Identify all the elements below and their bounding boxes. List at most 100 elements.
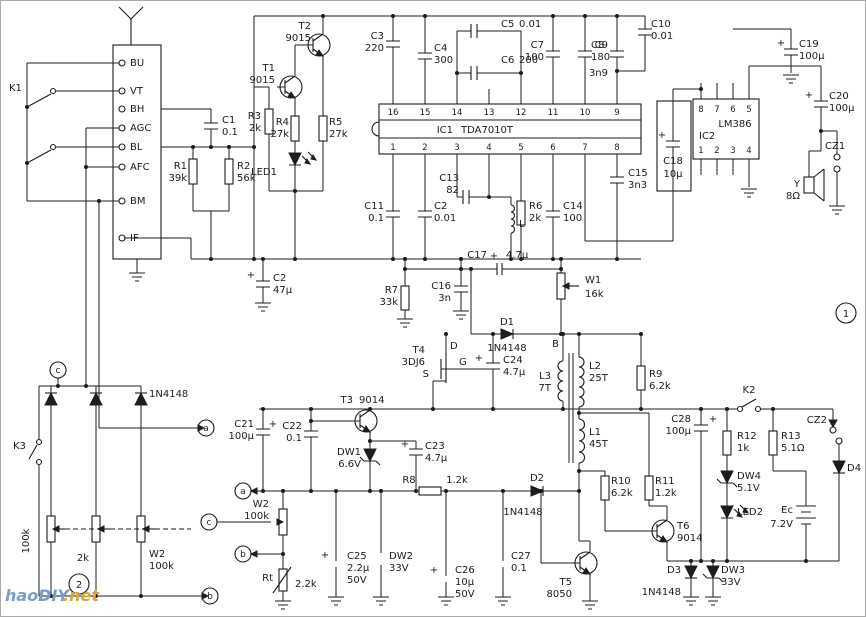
label-c23: C23	[425, 441, 445, 452]
label-r1: R1	[174, 161, 187, 172]
value-w2a: 100k	[149, 561, 174, 572]
value-r8: 1.2k	[446, 475, 468, 486]
potentiometer-2k	[91, 515, 110, 543]
node-badge-c2: c	[200, 513, 218, 531]
node-b-label: b	[207, 592, 213, 602]
value-t6: 9014	[677, 533, 702, 544]
resistor-r7	[400, 285, 410, 311]
label-c11: C11	[364, 201, 384, 212]
plus-c2a: +	[247, 270, 255, 281]
potentiometer-w2b	[276, 508, 288, 536]
ic1-pin5: 5	[518, 143, 523, 153]
resistor-r8	[418, 486, 442, 496]
plus-c24: +	[475, 353, 483, 364]
value-l2: 25T	[589, 373, 609, 384]
plus-c25: +	[321, 550, 329, 561]
capacitor-c9	[610, 50, 624, 58]
label-ic2: IC2	[699, 131, 715, 142]
node-c2-label: c	[207, 518, 212, 528]
pin-afc: AFC	[130, 162, 150, 173]
value-t1: 9015	[250, 75, 275, 86]
pin-vt: VT	[130, 86, 144, 97]
label-w1: W1	[585, 275, 601, 286]
resistor-r10	[600, 475, 610, 501]
label-d4: D4	[847, 463, 861, 474]
value-c2a: 47µ	[273, 285, 293, 296]
transformer-b	[557, 353, 585, 464]
label-led1: LED1	[251, 167, 277, 178]
label-c13: C13	[439, 173, 459, 184]
label-w2b: W2	[253, 499, 269, 510]
led1-icon	[288, 151, 318, 167]
circuit-wires	[26, 15, 840, 601]
label-r12: R12	[737, 431, 757, 442]
capacitor-c24	[486, 362, 500, 370]
value-r3: 2k	[249, 123, 261, 134]
ic2-pin5: 5	[746, 105, 751, 115]
value-r9: 6.2k	[649, 381, 671, 392]
label-r2: R2	[237, 161, 250, 172]
label-r9: R9	[649, 369, 662, 380]
value-c18: 10µ	[663, 169, 683, 180]
watermark-part2: .net	[63, 586, 100, 605]
capacitor-c22	[304, 430, 318, 438]
value-c17: 4.7µ	[506, 250, 529, 261]
label-dw3: DW3	[721, 565, 745, 576]
zener-dw4	[716, 470, 738, 488]
resistor-r5	[318, 115, 328, 142]
value-c24: 4.7µ	[503, 367, 526, 378]
capacitor-c15	[610, 176, 624, 184]
value-dw3: 33V	[721, 577, 741, 588]
capacitor-c17	[496, 263, 503, 275]
label-c1: C1	[222, 115, 235, 126]
label-c28: C28	[671, 414, 691, 425]
label-l: L	[519, 219, 525, 230]
ic1-body	[371, 103, 642, 155]
value-ec: 7.2V	[770, 519, 793, 530]
value-r1: 39k	[168, 173, 187, 184]
label-c4: C4	[434, 43, 447, 54]
connector-block	[112, 44, 162, 260]
value-c4: 300	[434, 55, 453, 66]
value-r2: 56k	[237, 173, 256, 184]
part-ic2: LM386	[718, 119, 751, 130]
led2-icon	[720, 504, 750, 520]
value-c16: 3n	[438, 293, 451, 304]
speaker-icon	[803, 168, 825, 202]
node-badge-a2: a	[234, 482, 252, 500]
capacitor-c14	[546, 210, 560, 218]
ic1-pin13: 13	[484, 108, 495, 118]
node-a2-label: a	[240, 487, 246, 497]
ic2-pin6: 6	[730, 105, 735, 115]
ic1-pin10: 10	[580, 108, 591, 118]
ic1-pin7: 7	[582, 143, 587, 153]
label-c6: C6	[501, 55, 514, 66]
capacitor-c8	[578, 50, 592, 58]
value-dw1: 6.6V	[338, 459, 361, 470]
value-d1: 1N4148	[487, 343, 526, 354]
value-dw2: 33V	[389, 563, 409, 574]
value-t2: 9015	[286, 33, 311, 44]
zener-dw3	[702, 565, 724, 583]
resistor-r11	[644, 475, 654, 501]
part-ic1: TDA7010T	[460, 125, 514, 136]
value-c8: 180	[591, 52, 610, 63]
label-c15: C15	[628, 168, 648, 179]
value-c5: 0.01	[519, 19, 541, 30]
pin-bh: BH	[130, 104, 144, 115]
value-r11: 1.2k	[655, 488, 677, 499]
label-r4: R4	[276, 117, 289, 128]
plus-c17: +	[490, 251, 498, 262]
label-t3: T3	[340, 395, 353, 406]
badge-page-2: 2	[68, 573, 90, 595]
value-d2: 1N4148	[503, 507, 542, 518]
label-r3: R3	[248, 111, 261, 122]
watermark: haoDIY .net	[5, 586, 100, 605]
pin-if: IF	[130, 233, 139, 244]
label-t6: T6	[676, 521, 689, 532]
badge-page-2-label: 2	[76, 580, 82, 591]
transistor-t2	[307, 33, 331, 57]
potentiometer-w2a	[136, 515, 155, 543]
